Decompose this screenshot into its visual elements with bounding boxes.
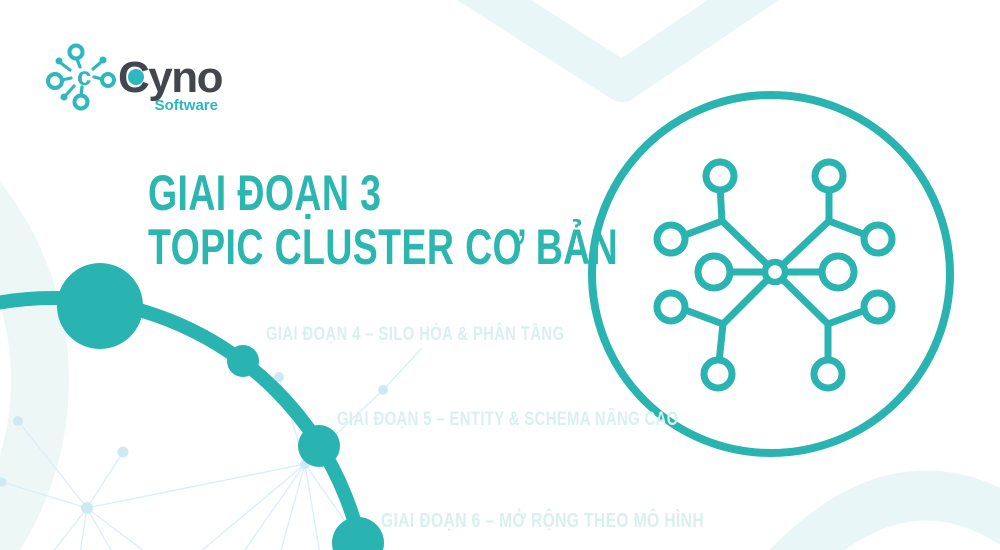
top-wave-shape (456, 0, 779, 102)
milestone-arc (0, 263, 384, 550)
brand-logo: c Cyno Software (46, 43, 224, 114)
wordmark-dot-icon (128, 69, 144, 85)
phase-item-4: GIAI ĐOẠN 4 – SILO HÓA & PHÂN TẦNG (266, 324, 649, 346)
faint-ring-shape (0, 181, 69, 550)
milestone-dots (57, 263, 384, 550)
page-title-line1: GIAI ĐOẠN 3 (148, 165, 382, 221)
phase-item-5: GIAI ĐOẠN 5 – ENTITY & SCHEMA NÂNG CAO (337, 409, 775, 431)
milestone-dot-large (57, 263, 143, 349)
topic-cluster-network-icon (588, 91, 954, 457)
logo-center-letter: c (77, 61, 91, 91)
brand-tagline: Software (155, 97, 218, 114)
page-title: GIAI ĐOẠN 3 TOPIC CLUSTER CƠ BẢN (148, 166, 775, 274)
light-network-pattern (0, 347, 423, 550)
page-title-line2: TOPIC CLUSTER CƠ BẢN (148, 219, 619, 275)
phase-item-label: GIAI ĐOẠN 6 – MỞ RỘNG THEO MÔ HÌNH (381, 510, 704, 532)
milestone-dot (298, 425, 340, 467)
network-molecule-icon: c (46, 43, 116, 111)
phase-item-label: GIAI ĐOẠN 5 – ENTITY & SCHEMA NÂNG CAO (337, 409, 679, 430)
milestone-dot (332, 517, 384, 550)
phase-item-6: GIAI ĐOẠN 6 – MỞ RỘNG THEO MÔ HÌNH (381, 510, 795, 533)
phase-item-label: GIAI ĐOẠN 4 – SILO HÓA & PHÂN TẦNG (266, 324, 565, 345)
milestone-dot (227, 345, 259, 377)
